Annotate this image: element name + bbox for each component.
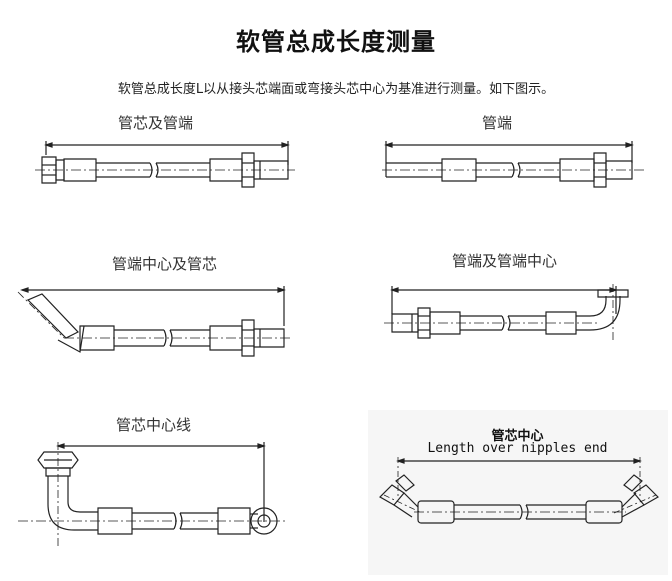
panel-6-subcaption: Length over nipples end: [427, 441, 608, 456]
panel-4-caption: 管端及管端中心: [452, 252, 558, 270]
panel-2-caption: 管端: [482, 114, 513, 132]
panel-6-caption: 管芯中心: [491, 429, 544, 444]
panel-4-diagram: [384, 278, 664, 363]
panel-1-diagram: [30, 135, 300, 205]
panel-2-diagram: [382, 135, 652, 205]
intro-text: 软管总成长度L以从接头芯端面或弯接头芯中心为基准进行测量。如下图示。: [117, 82, 555, 97]
panel-5-caption: 管芯中心线: [116, 416, 192, 434]
panel-3-diagram: [14, 278, 294, 373]
panel-1-caption: 管芯及管端: [118, 114, 194, 132]
page-title: 软管总成长度测量: [236, 28, 436, 56]
panel-6-diagram: [374, 455, 666, 535]
panel-6-background: [368, 410, 668, 575]
panel-3-caption: 管端中心及管芯: [112, 255, 218, 273]
panel-5-diagram: [14, 438, 294, 558]
